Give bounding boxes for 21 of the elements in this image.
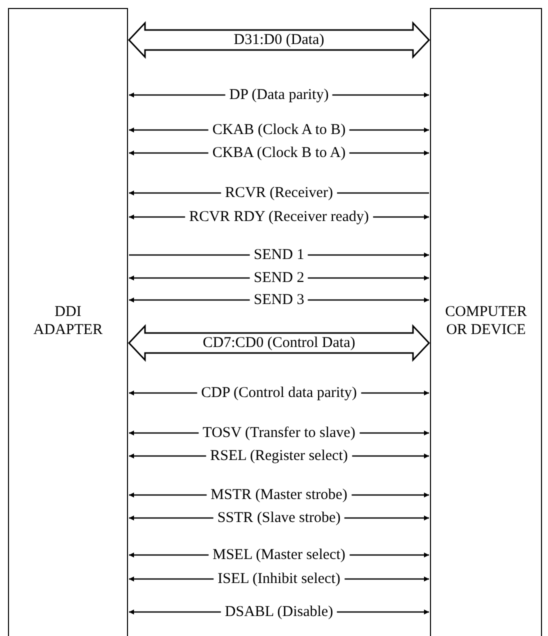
edge-label: MSEL (Master select)	[208, 547, 350, 563]
edge-label: RCVR (Receiver)	[221, 185, 337, 201]
edge-label: ISEL (Inhibit select)	[214, 571, 344, 587]
edge-label: CKBA (Clock B to A)	[208, 145, 350, 161]
bus-arrow	[128, 21, 430, 59]
device-label: DDI ADAPTER	[32, 303, 104, 339]
edge-label: D31:D0 (Data)	[234, 32, 324, 48]
edge-label: CDP (Control data parity)	[197, 385, 361, 401]
edge-label: TOSV (Transfer to slave)	[198, 425, 360, 441]
edge-label: SSTR (Slave strobe)	[213, 510, 345, 526]
bus-arrow	[128, 324, 430, 362]
edge-label: DSABL (Disable)	[220, 604, 338, 620]
edge-label: CKAB (Clock A to B)	[208, 122, 350, 138]
edge-label: RSEL (Register select)	[206, 448, 352, 464]
device-box	[8, 8, 128, 636]
edge-label: RCVR RDY (Receiver ready)	[185, 209, 373, 225]
edge-label: DP (Data parity)	[225, 87, 333, 103]
device-box	[430, 8, 542, 636]
edge-label: MSTR (Master strobe)	[206, 487, 352, 503]
edge-label: CD7:CD0 (Control Data)	[202, 335, 356, 351]
device-label: COMPUTER OR DEVICE	[444, 303, 528, 339]
